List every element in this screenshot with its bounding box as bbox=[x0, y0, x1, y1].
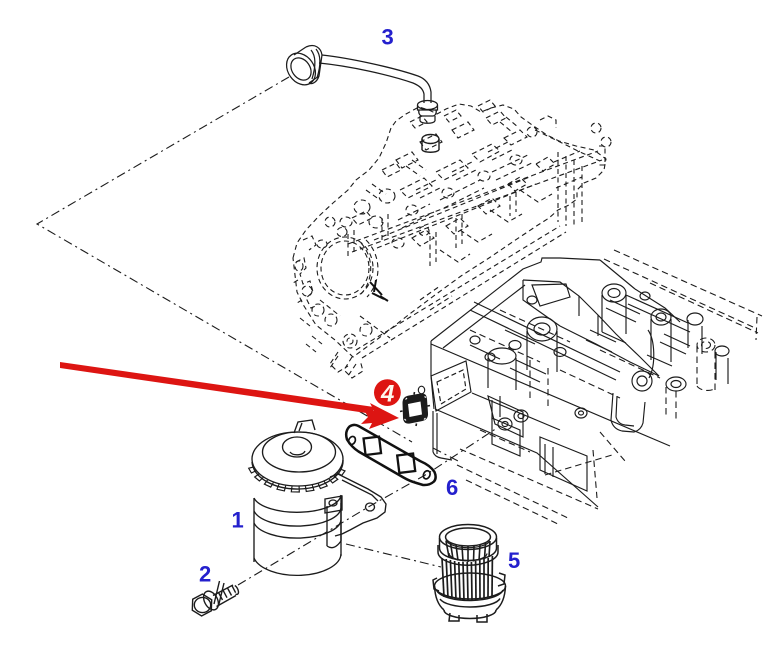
svg-text:5: 5 bbox=[508, 548, 520, 573]
svg-text:6: 6 bbox=[446, 475, 458, 500]
svg-text:3: 3 bbox=[382, 25, 394, 50]
svg-text:2: 2 bbox=[199, 562, 211, 587]
svg-text:4: 4 bbox=[380, 381, 394, 408]
svg-text:1: 1 bbox=[232, 508, 244, 533]
